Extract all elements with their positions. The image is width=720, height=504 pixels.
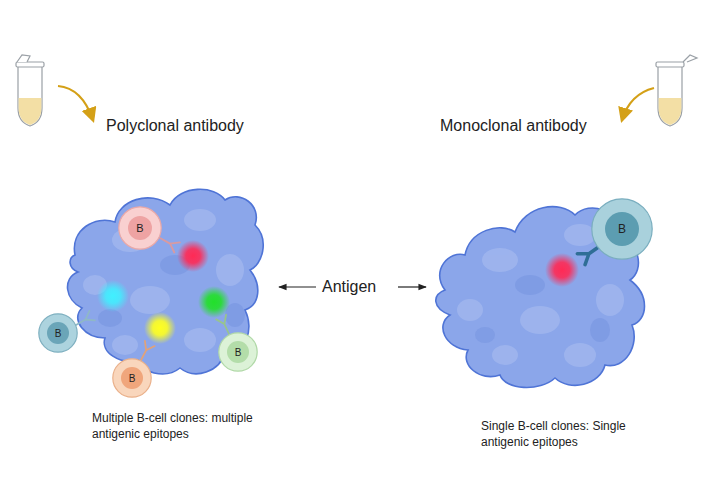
pipette-arrow — [622, 88, 654, 120]
pointer-arrow — [279, 286, 316, 287]
antigen-blob — [67, 189, 263, 374]
b-cell: B — [112, 358, 152, 398]
caption-note: Multiple B-cell clones: multiple antigen… — [92, 411, 264, 442]
caption-note: Single B-cell clones: Single antigenic e… — [481, 419, 639, 450]
pointer-label: Antigen — [322, 277, 402, 296]
cell-label: B — [38, 313, 78, 353]
cell-label: B — [218, 332, 258, 372]
b-cell: B — [218, 332, 258, 372]
cell-membrane — [113, 359, 151, 397]
section-heading: Monoclonal antibody — [440, 116, 640, 135]
tube — [656, 55, 697, 126]
b-cell: B — [38, 313, 78, 353]
cell-label: B — [118, 206, 162, 250]
tube — [16, 55, 44, 126]
b-cell: B — [591, 198, 653, 260]
cell-membrane — [592, 199, 652, 259]
cell-membrane — [119, 207, 161, 249]
pointer-arrow — [398, 286, 426, 287]
b-cell: B — [118, 206, 162, 250]
pipette-arrow — [58, 86, 93, 120]
antibody — [136, 341, 154, 363]
cell-label: B — [591, 198, 653, 260]
antibody — [216, 315, 234, 337]
antigen-blob — [436, 207, 645, 388]
cell-label: B — [112, 358, 152, 398]
section-heading: Polyclonal antibody — [106, 116, 306, 135]
cell-membrane — [219, 333, 257, 371]
antibody — [157, 233, 180, 253]
cell-membrane — [39, 314, 77, 352]
